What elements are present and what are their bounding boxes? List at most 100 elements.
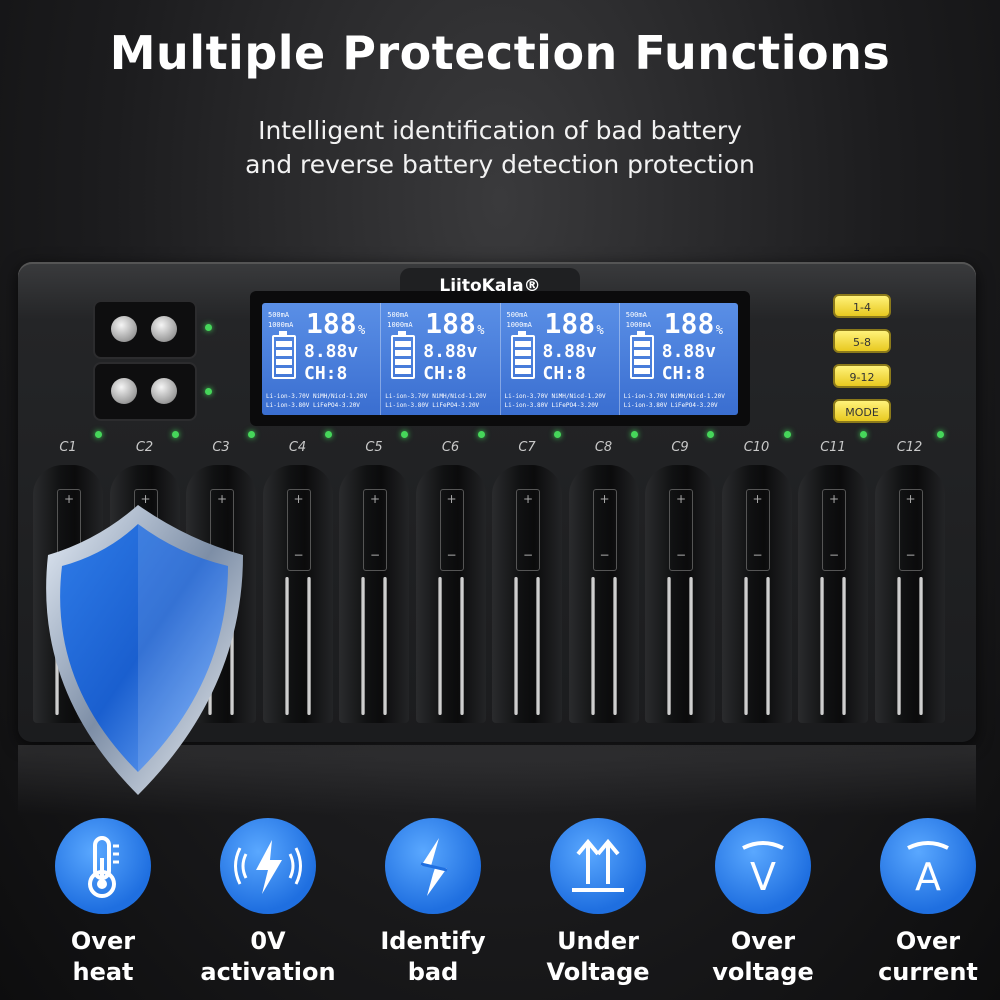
slider-rail — [284, 577, 289, 715]
slot-led — [860, 431, 867, 438]
lcd-voltage: 8.88v — [304, 341, 359, 362]
battery-slot[interactable] — [492, 465, 562, 723]
svg-text:A: A — [915, 855, 941, 899]
battery-slot[interactable] — [874, 465, 945, 723]
slider-rail — [230, 577, 234, 715]
polarity-marking-icon — [516, 489, 540, 571]
channel-9-12-button[interactable]: 9-12 — [833, 364, 891, 388]
battery-level-icon — [391, 331, 416, 379]
slider-rail — [612, 577, 617, 715]
slider-rail — [383, 577, 387, 715]
lcd-channel: CH:8 — [304, 363, 348, 384]
lcd-channel: CH:8 — [661, 363, 706, 384]
polarity-marking-icon — [286, 489, 311, 571]
polarity-marking-icon — [898, 489, 923, 571]
status-led — [205, 324, 212, 331]
battery-slot[interactable] — [798, 465, 868, 723]
slot-led — [324, 431, 332, 438]
slot-label: C2 — [135, 440, 154, 455]
slot-label: C5 — [365, 440, 383, 455]
lcd-current-500: 500mA — [268, 311, 290, 319]
slot-led — [783, 431, 791, 438]
double-arrow-up-icon — [550, 818, 646, 914]
terminal-icon — [151, 378, 177, 404]
slider-rail — [306, 577, 311, 715]
lcd-percent-sign: % — [715, 323, 723, 337]
slot-label: C12 — [896, 440, 923, 455]
terminal-icon — [111, 316, 137, 342]
slot-led — [477, 431, 485, 438]
slider-rail — [689, 577, 693, 715]
slider-rail — [437, 577, 442, 715]
battery-slot[interactable] — [568, 465, 639, 723]
terminal-icon — [111, 378, 137, 404]
lcd-percent-sign: % — [358, 323, 366, 337]
slot-led — [248, 431, 255, 438]
lcd-footnote: Li-ion-3.70V NiMH/Nicd-1.20V — [504, 393, 606, 400]
slider-rail — [361, 577, 365, 715]
slider-rail — [743, 577, 748, 715]
lcd-current-500: 500mA — [625, 311, 647, 319]
lcd-cell: 500mA 1000mA 188 % 8.88v CH:8 Li-ion-3.7… — [501, 303, 620, 415]
page-title: Multiple Protection Functions — [109, 26, 891, 80]
lcd-footnote: Li-ion-3.80V LiFePO4-3.20V — [385, 402, 480, 409]
mode-button[interactable]: MODE — [833, 399, 891, 423]
status-led — [205, 388, 212, 395]
shield-icon — [46, 505, 243, 795]
lcd-percentage: 188 — [306, 307, 357, 340]
battery-slot[interactable] — [262, 465, 333, 723]
slot-label: C4 — [288, 440, 307, 455]
channel-1-4-button[interactable]: 1-4 — [833, 294, 891, 318]
slider-rail — [590, 577, 595, 715]
lcd-channel: CH:8 — [542, 363, 586, 384]
slot-label: C11 — [820, 440, 846, 455]
slider-rail — [514, 577, 518, 715]
slider-rail — [536, 577, 540, 715]
svg-text:V: V — [750, 855, 776, 899]
slot-label: C3 — [212, 440, 230, 455]
slot-label: C8 — [594, 440, 613, 455]
lcd-current-1000: 1000mA — [387, 321, 413, 329]
battery-slot[interactable] — [645, 465, 715, 723]
battery-slot[interactable] — [415, 465, 486, 723]
slot-led — [707, 431, 714, 438]
lcd-current-500: 500mA — [387, 311, 409, 319]
polarity-marking-icon — [745, 489, 770, 571]
slider-rail — [842, 577, 846, 715]
power-outlet-top — [93, 300, 197, 359]
lcd-percent-sign: % — [477, 323, 485, 337]
slider-rail — [820, 577, 824, 715]
polarity-marking-icon — [669, 489, 693, 571]
lcd-footnote: Li-ion-3.80V LiFePO4-3.20V — [623, 402, 718, 409]
lcd-current-1000: 1000mA — [506, 321, 532, 329]
slot-led — [171, 431, 179, 438]
polarity-marking-icon — [439, 489, 464, 571]
terminal-icon — [151, 316, 177, 342]
polarity-marking-icon — [822, 489, 846, 571]
lcd-current-1000: 1000mA — [268, 321, 294, 329]
subtitle-line-2: and reverse battery detection protection — [245, 150, 755, 179]
slider-rail — [765, 577, 770, 715]
lcd-percentage: 188 — [544, 307, 596, 340]
battery-slot[interactable] — [721, 465, 792, 723]
battery-slot[interactable] — [339, 465, 409, 723]
battery-level-icon — [272, 331, 296, 379]
voltage-v-icon: V — [715, 818, 811, 914]
lcd-cell: 500mA 1000mA 188 % 8.88v CH:8 Li-ion-3.7… — [381, 303, 501, 415]
slot-led — [554, 431, 561, 438]
lcd-footnote: Li-ion-3.70V NiMH/Nicd-1.20V — [385, 393, 487, 400]
lcd-cell: 500mA 1000mA 188 % 8.88v CH:8 Li-ion-3.7… — [262, 303, 382, 415]
channel-5-8-button[interactable]: 5-8 — [833, 329, 891, 353]
slider-rail — [896, 577, 901, 715]
polarity-marking-icon — [592, 489, 617, 571]
lcd-percent-sign: % — [596, 323, 604, 337]
slot-led — [630, 431, 638, 438]
slot-label: C10 — [743, 440, 770, 455]
lcd-channel: CH:8 — [423, 363, 467, 384]
table-reflection — [18, 745, 976, 815]
